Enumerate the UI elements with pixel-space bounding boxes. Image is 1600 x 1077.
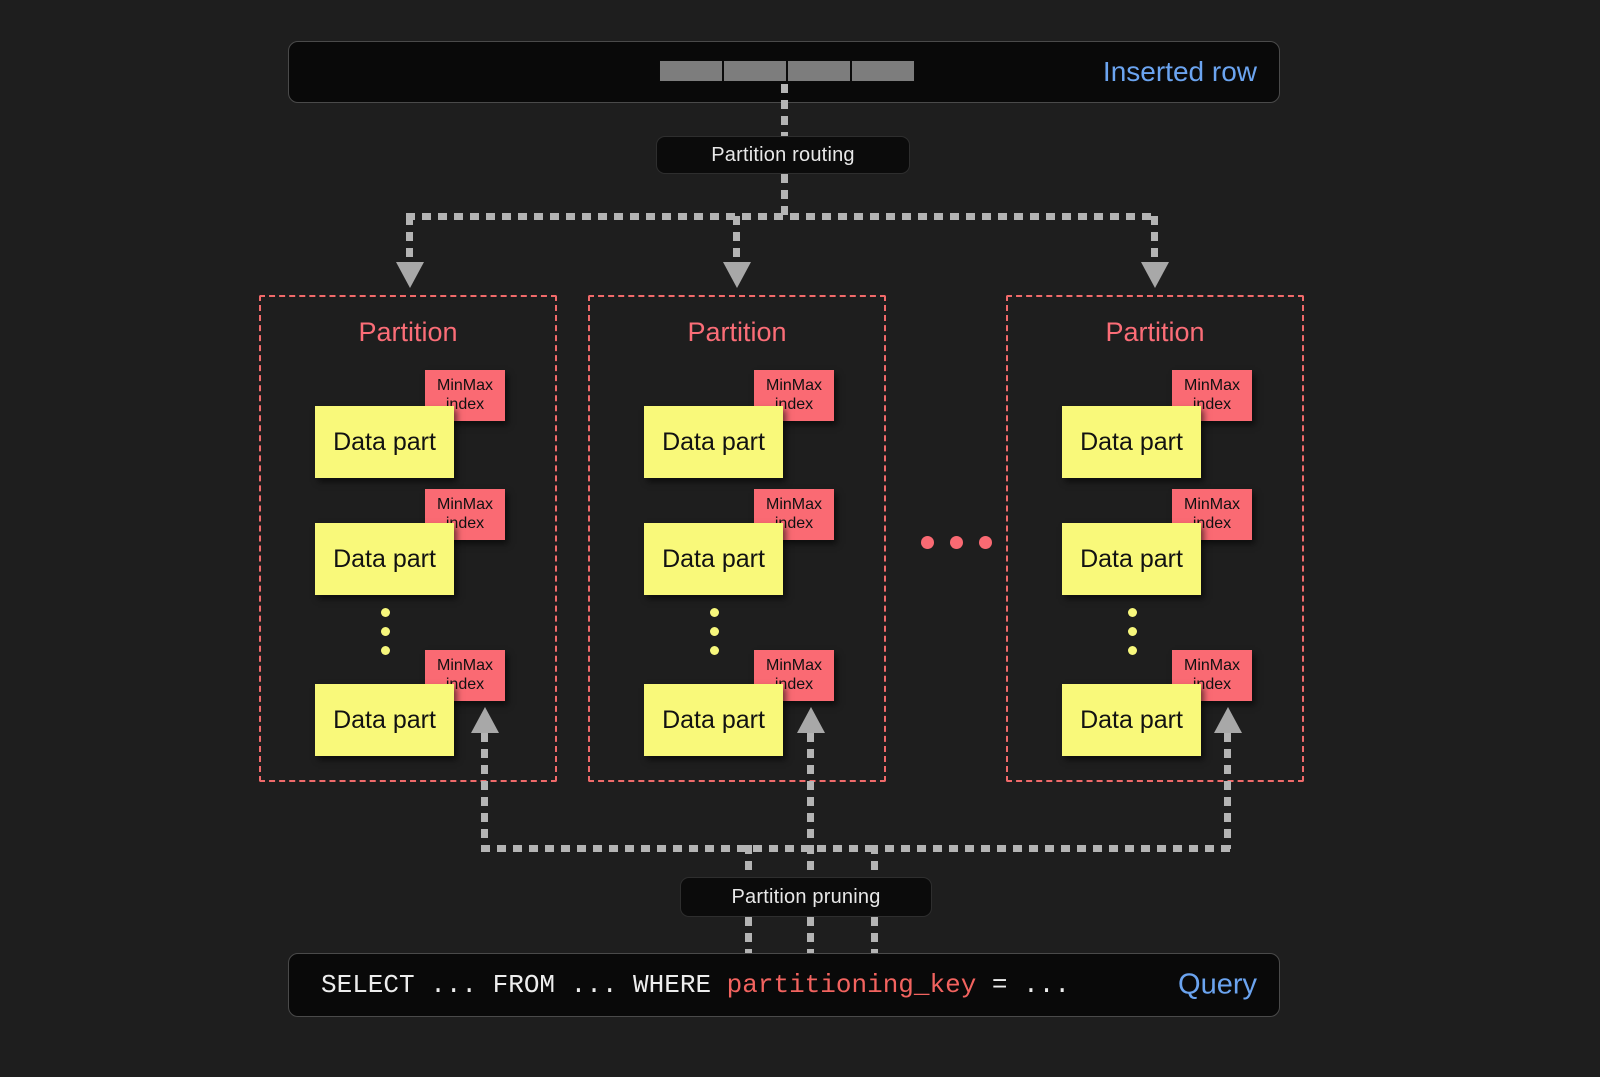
row-cell	[851, 60, 915, 82]
minmax-line2: index	[445, 514, 485, 532]
partition-2-data-part-1: Data part	[644, 406, 783, 478]
partition-2-data-part-3: Data part	[644, 684, 783, 756]
ellipsis-dot	[710, 627, 719, 636]
partition-1-data-part-1: Data part	[315, 406, 454, 478]
minmax-line2: index	[774, 675, 814, 693]
minmax-line1: MinMax	[436, 377, 493, 395]
ellipsis-dot	[1128, 627, 1137, 636]
arrow-down-partition-3	[1141, 262, 1169, 288]
connector-routing-to-bus	[781, 174, 788, 216]
partition-1-data-part-3: Data part	[315, 684, 454, 756]
minmax-line1: MinMax	[765, 377, 822, 395]
ellipsis-dot	[1128, 608, 1137, 617]
connector-pruning-h-1	[481, 845, 877, 852]
partition-3-data-part-2: Data part	[1062, 523, 1201, 595]
partition-2-ellipsis	[710, 608, 719, 655]
connector-routing-bus	[406, 213, 1158, 220]
partition-pruning-box: Partition pruning	[680, 877, 932, 917]
query-prefix: SELECT ... FROM ... WHERE	[321, 970, 727, 1000]
partition-3-ellipsis	[1128, 608, 1137, 655]
data-part-label: Data part	[1080, 427, 1183, 456]
connector-row-to-routing	[781, 84, 788, 138]
ellipsis-dot	[979, 536, 992, 549]
connector-bus-drop-1	[406, 216, 413, 264]
inserted-row-cells	[659, 60, 915, 82]
arrow-up-partition-2	[797, 707, 825, 733]
minmax-line1: MinMax	[765, 657, 822, 675]
minmax-line2: index	[774, 395, 814, 413]
inserted-row-label: Inserted row	[1102, 56, 1257, 87]
ellipsis-dot	[1128, 646, 1137, 655]
partition-1-data-part-2: Data part	[315, 523, 454, 595]
data-part-label: Data part	[662, 427, 765, 456]
query-text: SELECT ... FROM ... WHERE partitioning_k…	[321, 970, 1070, 1000]
connector-pruning-to-query-3	[871, 917, 878, 957]
ellipsis-dot	[710, 646, 719, 655]
connector-bus-drop-3	[1151, 216, 1158, 264]
partition-2-title: Partition	[687, 317, 787, 347]
data-part-label: Data part	[1080, 544, 1183, 573]
minmax-line1: MinMax	[436, 657, 493, 675]
data-part-label: Data part	[662, 705, 765, 734]
partition-3-data-part-3: Data part	[1062, 684, 1201, 756]
minmax-line1: MinMax	[1183, 377, 1240, 395]
connector-pruning-drop-1	[871, 845, 878, 881]
row-cell	[723, 60, 787, 82]
data-part-label: Data part	[1080, 705, 1183, 734]
query-column: partitioning_key	[726, 970, 977, 1000]
connector-bus-drop-2	[733, 216, 740, 264]
partition-3: Partition	[1006, 295, 1304, 782]
partition-3-data-part-1: Data part	[1062, 406, 1201, 478]
arrow-up-partition-3	[1214, 707, 1242, 733]
partition-1: Partition	[259, 295, 557, 782]
partition-1-ellipsis	[381, 608, 390, 655]
minmax-line2: index	[445, 675, 485, 693]
connector-pruning-h-3	[869, 845, 1231, 852]
minmax-line2: index	[445, 395, 485, 413]
partition-routing-box: Partition routing	[656, 136, 910, 174]
partition-3-title: Partition	[1105, 317, 1205, 347]
minmax-line1: MinMax	[1183, 657, 1240, 675]
partition-pruning-label: Partition pruning	[731, 885, 881, 908]
minmax-line2: index	[774, 514, 814, 532]
data-part-label: Data part	[333, 705, 436, 734]
query-suffix: = ...	[976, 970, 1070, 1000]
ellipsis-dot	[381, 608, 390, 617]
connector-pruning-up-1	[481, 733, 488, 849]
connector-pruning-up-2	[807, 733, 814, 879]
partition-2: Partition	[588, 295, 886, 782]
query-label: Query	[1178, 968, 1257, 1001]
minmax-line2: index	[1192, 675, 1232, 693]
partitions-ellipsis	[921, 536, 992, 549]
row-cell	[659, 60, 723, 82]
minmax-line1: MinMax	[765, 496, 822, 514]
minmax-line1: MinMax	[1183, 496, 1240, 514]
arrow-down-partition-2	[723, 262, 751, 288]
partition-2-data-part-2: Data part	[644, 523, 783, 595]
ellipsis-dot	[710, 608, 719, 617]
row-cell	[787, 60, 851, 82]
connector-pruning-to-query-1	[745, 917, 752, 957]
query-panel: SELECT ... FROM ... WHERE partitioning_k…	[288, 953, 1280, 1017]
minmax-line2: index	[1192, 514, 1232, 532]
minmax-line1: MinMax	[436, 496, 493, 514]
data-part-label: Data part	[662, 544, 765, 573]
partition-routing-label: Partition routing	[711, 143, 855, 166]
connector-pruning-to-query-2	[807, 917, 814, 957]
ellipsis-dot	[381, 627, 390, 636]
connector-pruning-up-3	[1224, 733, 1231, 849]
partition-1-title: Partition	[358, 317, 458, 347]
ellipsis-dot	[950, 536, 963, 549]
minmax-line2: index	[1192, 395, 1232, 413]
arrow-up-partition-1	[471, 707, 499, 733]
ellipsis-dot	[921, 536, 934, 549]
connector-pruning-drop-3	[745, 845, 752, 881]
data-part-label: Data part	[333, 544, 436, 573]
arrow-down-partition-1	[396, 262, 424, 288]
data-part-label: Data part	[333, 427, 436, 456]
ellipsis-dot	[381, 646, 390, 655]
